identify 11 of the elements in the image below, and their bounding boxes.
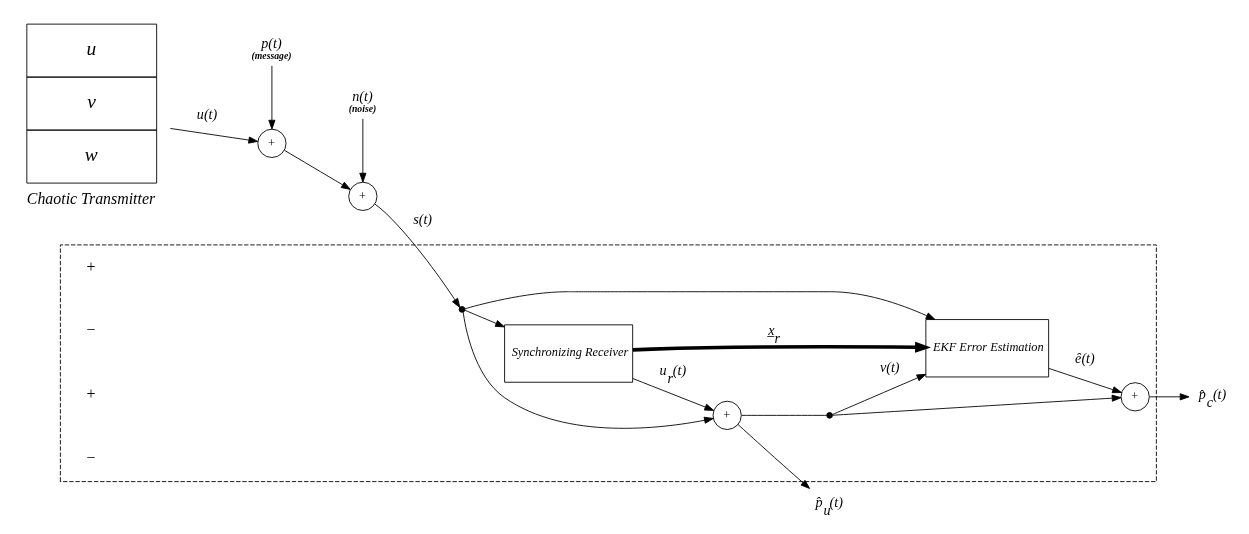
node-text: p(t) (message) <box>251 35 292 61</box>
edge-label: v(t) <box>879 358 900 375</box>
node-label: Chaotic Transmitter <box>26 189 156 207</box>
edge-label: s(t) <box>413 210 433 227</box>
edge-label: u(t) <box>196 106 218 123</box>
label: + <box>86 257 96 275</box>
edge-label: ê(t) <box>1075 350 1095 367</box>
label: + <box>86 384 96 402</box>
label: − <box>86 448 96 466</box>
label: − <box>86 321 96 339</box>
node-text: n(t) (noise) <box>348 88 377 114</box>
